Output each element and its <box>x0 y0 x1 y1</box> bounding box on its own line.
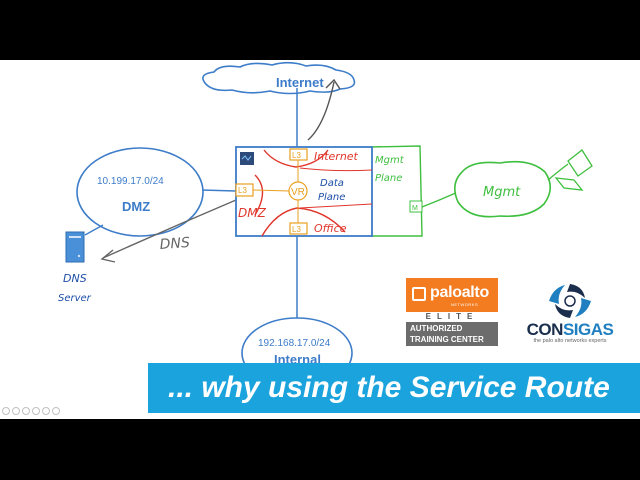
internet-label: Internet <box>276 75 324 90</box>
zone-boundary-left <box>254 174 264 216</box>
dns-flow-label: DNS <box>159 235 190 253</box>
vr-link-left <box>252 189 290 192</box>
paloalto-tier: ELITE <box>425 312 479 321</box>
link-mgmt-port-mgmt <box>421 191 459 208</box>
consigas-name-part2: SIGAS <box>562 320 614 339</box>
link-dmz-firewall <box>200 189 237 192</box>
zone-dmz-label: DMZ <box>238 206 267 220</box>
pen-icon[interactable] <box>2 407 10 415</box>
internet-uplink-arrowhead <box>325 78 341 90</box>
zone-boundary-right <box>299 167 373 209</box>
whiteboard-canvas: Internet 10.199.17.0/24 DMZ DNS Server D… <box>0 60 640 419</box>
internal-subnet: 192.168.17.0/24 <box>258 338 331 349</box>
paloalto-subtitle: NETWORKS <box>451 302 479 307</box>
eraser-icon[interactable] <box>12 407 20 415</box>
consigas-name-part1: CON <box>526 320 564 339</box>
banner-text: ... why using the Service Route <box>168 371 610 404</box>
consigas-logo: CONSIGAS the palo alto networks experts <box>520 282 620 350</box>
dns-flow-arrow <box>102 199 237 259</box>
paloalto-icon <box>412 287 426 301</box>
mgmt-laptop-link <box>547 163 569 181</box>
zone-boundary-bottom <box>261 207 346 237</box>
dns-flow-arrowhead <box>100 249 116 263</box>
dmz-zone <box>76 147 204 237</box>
internet-cloud <box>202 61 356 95</box>
interface-internet-label: L3 <box>292 151 301 160</box>
consigas-name: CONSIGAS <box>520 320 620 340</box>
zone-office-label: Office <box>314 222 347 235</box>
firewall-logo-icon-mark <box>241 155 252 161</box>
zone-internet-label: Internet <box>314 150 359 163</box>
dns-server-label-line2: Server <box>58 293 92 304</box>
paloalto-cert-line2: TRAINING CENTER <box>410 335 484 344</box>
dns-server-label: DNS <box>63 272 87 285</box>
menu-icon[interactable] <box>52 407 60 415</box>
dns-server-icon-detail <box>69 236 81 238</box>
paloalto-name: paloalto <box>430 284 489 301</box>
zone-boundary-top <box>263 149 329 168</box>
data-plane-label: Data <box>320 178 344 189</box>
dmz-label: DMZ <box>122 199 150 214</box>
paloalto-cert-line1: AUTHORIZED <box>410 324 463 333</box>
mgmt-port-label: M <box>412 205 418 212</box>
mgmt-cloud <box>454 160 552 218</box>
mgmt-plane-label: Mgmt <box>375 155 405 166</box>
virtual-router-label: VR <box>291 187 305 198</box>
dns-server-icon <box>65 231 85 263</box>
link-dmz-dns-server <box>84 224 104 236</box>
dns-server-icon-led <box>77 254 81 258</box>
mgmt-laptop-icon <box>554 149 593 191</box>
consigas-tagline: the palo alto networks experts <box>533 338 607 344</box>
whiteboard-toolbar <box>2 407 60 417</box>
data-plane-label-line2: Plane <box>318 192 345 203</box>
mgmt-plane-box <box>369 145 423 237</box>
paloalto-logo: paloalto NETWORKS ELITE AUTHORIZED TRAIN… <box>406 278 498 346</box>
network-diagram: Internet 10.199.17.0/24 DMZ DNS Server D… <box>58 61 593 389</box>
shapes-icon[interactable] <box>42 407 50 415</box>
interface-office-label: L3 <box>292 225 301 234</box>
mgmt-plane-label-line2: Plane <box>375 173 402 184</box>
internet-uplink-arrow <box>307 81 335 141</box>
dmz-subnet: 10.199.17.0/24 <box>97 176 164 187</box>
mgmt-label: Mgmt <box>483 185 521 200</box>
interface-dmz-label: L3 <box>238 186 247 195</box>
paloalto-certification: AUTHORIZED TRAINING CENTER <box>406 322 498 346</box>
title-banner <box>148 363 640 413</box>
consigas-emblem-icon <box>549 284 591 318</box>
paloalto-logo-header: paloalto NETWORKS <box>406 278 498 312</box>
pointer-icon[interactable] <box>22 407 30 415</box>
zoom-icon[interactable] <box>32 407 40 415</box>
